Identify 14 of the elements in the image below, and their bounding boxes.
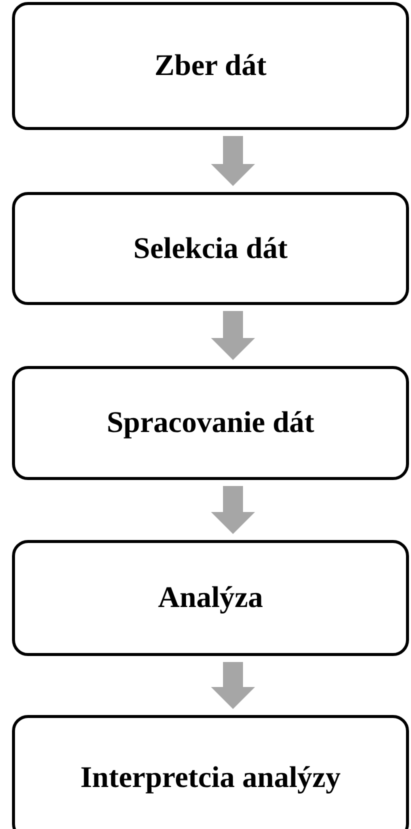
step-label: Selekcia dát <box>133 232 288 266</box>
step-label: Analýza <box>158 581 263 615</box>
process-box <box>12 540 409 656</box>
arrow <box>211 662 255 709</box>
process-box <box>12 192 409 305</box>
process-box <box>12 366 409 480</box>
process-box <box>12 2 409 130</box>
arrow <box>211 486 255 534</box>
step-label: Spracovanie dát <box>106 406 314 440</box>
arrow <box>211 311 255 360</box>
process-box <box>12 715 409 829</box>
step-label: Zber dát <box>154 49 266 83</box>
step-label: Interpretcia analýzy <box>80 760 341 794</box>
arrow <box>211 136 255 186</box>
